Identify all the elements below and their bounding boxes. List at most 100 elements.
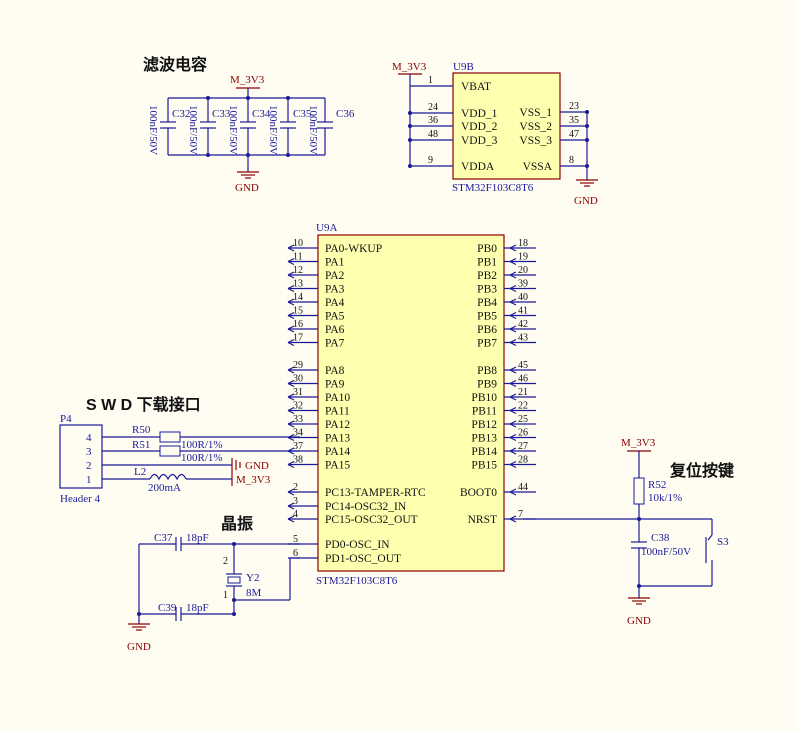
u9a-pin-label: PA6 (325, 324, 345, 336)
header-p4[interactable] (59, 424, 103, 489)
u9a-pin-label: PB0 (477, 243, 497, 255)
inductor-l2[interactable]: L2 200mA (134, 466, 232, 494)
r52-ref: R52 (648, 479, 666, 491)
u9a-pin-num: 28 (518, 455, 528, 466)
r51-value: 100R/1% (181, 452, 223, 464)
r50-ref: R50 (132, 424, 151, 436)
u9a-pin-num: 20 (518, 265, 528, 276)
u9a-pin-num: 14 (293, 292, 303, 303)
r52-value: 10k/1% (648, 492, 682, 504)
reset-block: M_3V3 R52 10k/1% C38 100nF/50V S3 (523, 437, 729, 627)
u9a-pin-num: 11 (293, 252, 303, 263)
u9a-pin-label: PB9 (477, 379, 497, 391)
u9a-pin-num: 43 (518, 333, 528, 344)
resistor-r52[interactable]: R52 10k/1% (633, 477, 682, 505)
u9a-pin-num: 2 (293, 482, 298, 493)
resistor-r50[interactable]: R50 100R/1% (132, 424, 300, 451)
u9a-pin-label: PA14 (325, 446, 350, 458)
c32-ref: C32 (172, 108, 190, 120)
u9a-pin-pb9[interactable]: 46 PB9 (477, 374, 536, 391)
c35-ref: C35 (293, 108, 312, 120)
capacitor-c39[interactable]: C39 18pF (158, 602, 234, 621)
u9a-pin-pb2[interactable]: 20 PB2 (477, 265, 536, 282)
capacitor-c38[interactable]: C38 100nF/50V (631, 532, 691, 558)
u9a-pin-num: 13 (293, 279, 303, 290)
u9a-pin-num: 30 (293, 374, 303, 385)
swd-block: P4 Header 4 4 3 2 1 R50 100R/1% R51 100R… (59, 413, 300, 505)
u9a-pin-label: PB2 (477, 270, 497, 282)
capacitor-c35[interactable]: C35 100nF/50V (267, 98, 312, 155)
u9b-vcc-label: M_3V3 (392, 61, 427, 73)
capacitor-c37[interactable]: C37 18pF (154, 532, 300, 551)
u9a-pin-num: 42 (518, 319, 528, 330)
u9b-pin-num: 36 (428, 115, 438, 126)
crystal-y2[interactable]: Y2 8M 2 1 (223, 542, 300, 616)
switch-s3[interactable]: S3 (705, 519, 729, 586)
u9b-pin-num: 35 (569, 115, 579, 126)
resistor-r51[interactable]: R51 100R/1% (132, 439, 300, 464)
u9a-pin-label: PB11 (472, 406, 497, 418)
u9b-chip[interactable] (452, 72, 561, 180)
u9a-pin-num: 12 (293, 265, 303, 276)
u9a-pin-label: PA10 (325, 392, 350, 404)
u9a-chip[interactable] (317, 234, 505, 572)
u9a-pin-label: PB8 (477, 365, 497, 377)
u9b-pin-num: 8 (569, 155, 574, 166)
u9a-pin-num: 46 (518, 374, 528, 385)
swd-vcc-label: M_3V3 (236, 474, 271, 486)
capacitor-c36[interactable]: C36 100nF/50V (307, 98, 355, 155)
u9a-pin-label: PA11 (325, 406, 350, 418)
reset-gnd-label: GND (627, 615, 651, 627)
c35-value: 100nF/50V (267, 105, 279, 155)
capacitor-c32[interactable]: C32 100nF/50V (147, 98, 190, 155)
u9b-block: M_3V3 U9B STM32F103C8T6 1VBAT24VDD_136VD… (392, 61, 598, 207)
capacitor-c33[interactable]: C33 100nF/50V (187, 98, 231, 155)
header-name: Header 4 (60, 493, 101, 505)
u9b-pin-label: VSS_2 (519, 121, 552, 133)
capacitor-c34[interactable]: C34 100nF/50V (227, 98, 271, 155)
